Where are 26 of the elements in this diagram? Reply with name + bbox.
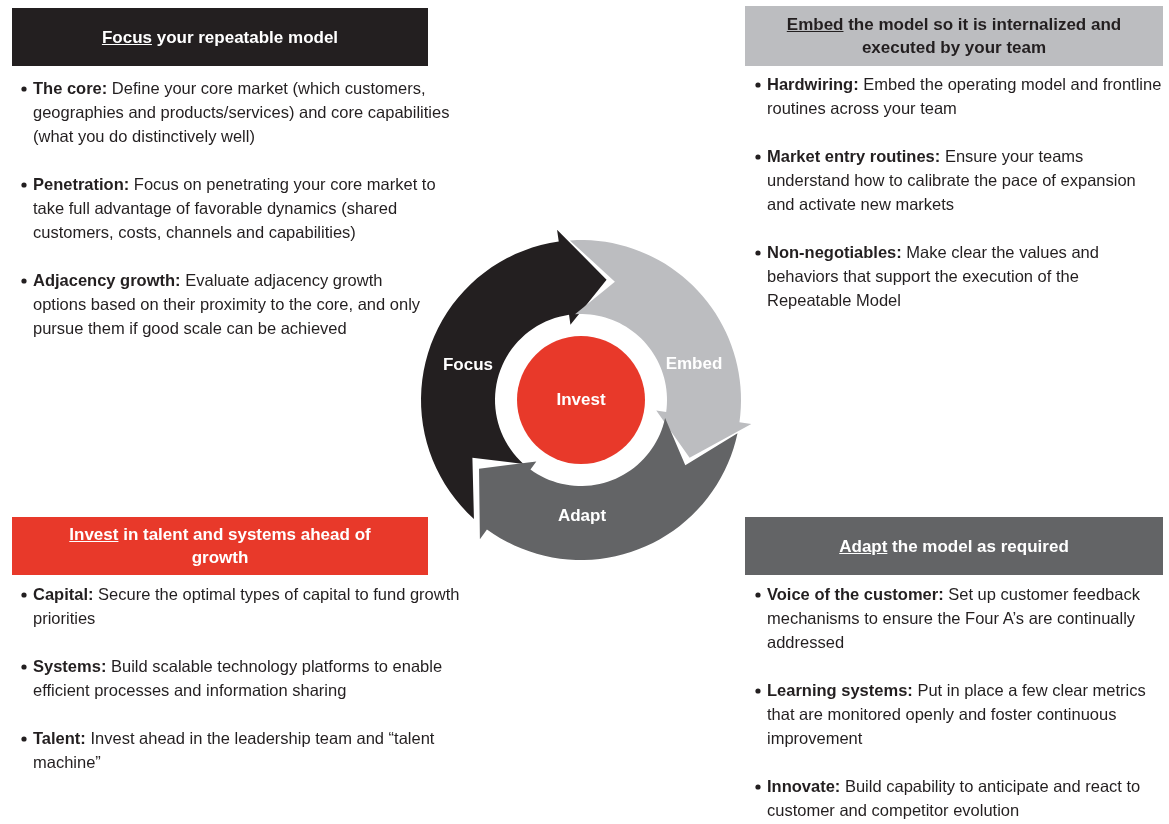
bullet-text: Talent: Invest ahead in the leadership team and “talent machine”: [33, 728, 436, 773]
bullet-text: Penetration: Focus on penetrating your core market to take full advantage of favorable dynamics (shared customers, costs, channels and capabilities): [33, 174, 437, 243]
section-header: [12, 8, 428, 66]
bullet-text: Learning systems: Put in place a few clear metrics that are monitored openly and foster continuous improvement: [767, 680, 1147, 749]
cycle-label: Invest: [556, 390, 606, 410]
bullet-text: Voice of the customer: Set up customer feedback mechanisms to ensure the Four A’s are continually addressed: [767, 584, 1141, 653]
bullet-text: Non-negotiables: Make clear the values and behaviors that support the execution of the Repeatable Model: [767, 242, 1100, 311]
header-text: Embed the model so it is internalized and executed by your team: [785, 14, 1123, 59]
bullet-text: Hardwiring: Embed the operating model and frontline routines across your team: [767, 74, 1162, 119]
cycle-label: Adapt: [557, 506, 607, 526]
center-circle: [517, 336, 645, 464]
bullet-text: The core: Define your core market (which customers, geographies and products/services) and core capabilities (what you do distinctively well): [33, 78, 451, 147]
header-text: Focus your repeatable model: [101, 26, 339, 49]
section-header: [745, 6, 1163, 66]
bullet-text: Innovate: Build capability to anticipate and react to customer and competitor evolution: [767, 776, 1142, 821]
section-header: [745, 517, 1163, 575]
section-header: [12, 517, 428, 575]
bullet-text: Systems: Build scalable technology platforms to enable efficient processes and information sharing: [33, 656, 444, 701]
header-text: Adapt the model as required: [839, 535, 1069, 558]
cycle-arrow-segment: [479, 417, 738, 560]
bullet-text: Capital: Secure the optimal types of capital to fund growth priorities: [33, 584, 461, 629]
bullet-text: Market entry routines: Ensure your teams understand how to calibrate the pace of expansion and activate new markets: [767, 146, 1137, 215]
cycle-label: Focus: [442, 355, 494, 375]
bullet-text: Adjacency growth: Evaluate adjacency growth options based on their proximity to the core, and only pursue them if good scale can be achieved: [33, 270, 422, 339]
header-text: Invest in talent and systems ahead of growth: [68, 524, 372, 569]
cycle-label: Embed: [665, 354, 723, 374]
